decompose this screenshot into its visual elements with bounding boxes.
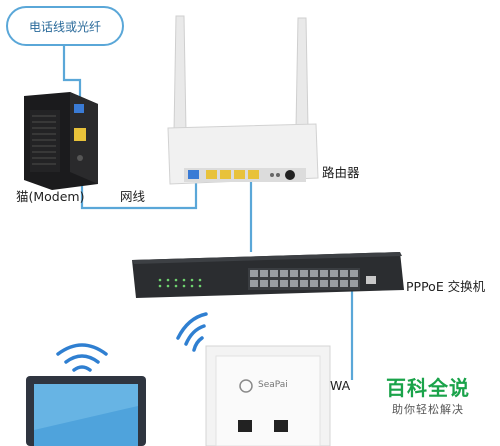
access-point-device <box>205 345 331 446</box>
wifi-icon <box>56 343 108 372</box>
phone-line-bubble: 电话线或光纤 <box>6 6 124 46</box>
router-antennas <box>173 15 309 133</box>
switch-label: PPPoE 交换机 <box>406 279 486 294</box>
watermark-subtitle: 助你轻松解决 <box>392 403 464 416</box>
modem-label: 猫(Modem) <box>16 189 85 204</box>
switch-device <box>132 252 404 298</box>
ap-brand-label: SeaPai <box>258 380 288 390</box>
router-label: 路由器 <box>322 165 360 180</box>
watermark-title: 百科全说 <box>386 376 470 400</box>
cable-phone-to-modem <box>62 46 82 100</box>
cable-label: 网线 <box>120 189 146 204</box>
router-device <box>167 123 319 185</box>
wan-label: WA <box>330 378 351 393</box>
phone-line-label: 电话线或光纤 <box>28 19 101 34</box>
modem-device <box>24 92 98 190</box>
wifi-icon <box>176 312 208 352</box>
watermark: 百科全说 助你轻松解决 <box>368 372 488 417</box>
laptop-device <box>26 376 146 446</box>
